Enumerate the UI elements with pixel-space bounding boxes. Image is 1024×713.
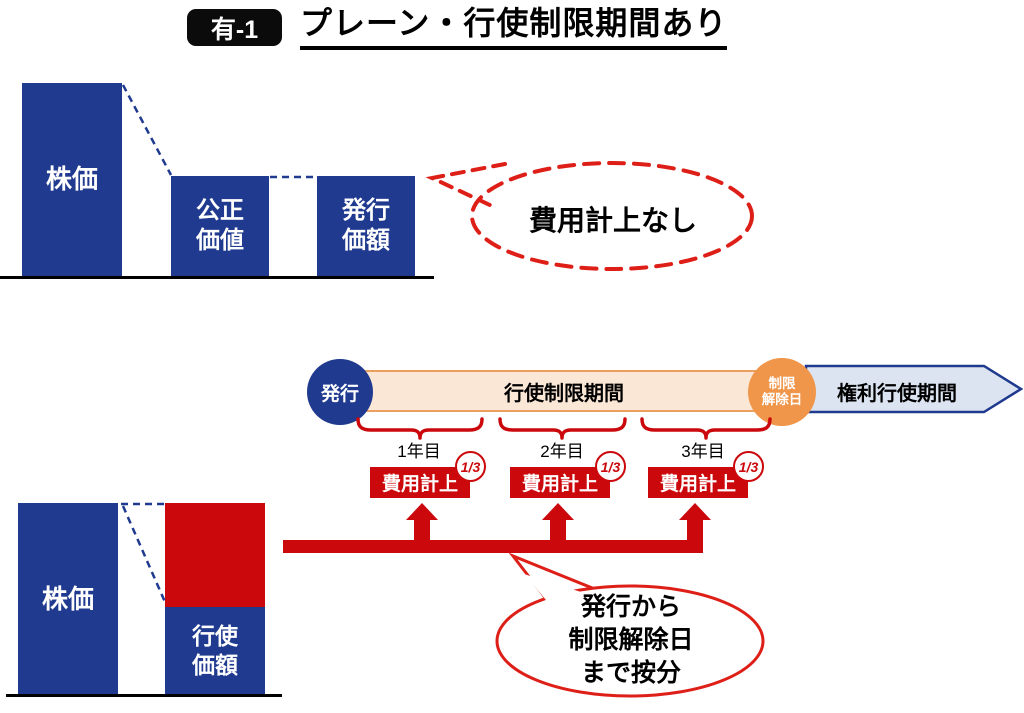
- expense-box-year1: 費用計上 1/3: [370, 451, 486, 498]
- release-date-circle: 制限 解除日: [748, 358, 816, 426]
- expense-box-year3: 費用計上 1/3: [648, 451, 764, 498]
- brace-year2: [498, 417, 627, 440]
- dashed-guide-top-diagonal: [121, 84, 173, 176]
- bar-label-fair-value: 公正 価値: [196, 197, 244, 254]
- dashed-guide-bottom-diagonal: [121, 505, 167, 603]
- restriction-period-band: 行使制限期間: [340, 370, 788, 412]
- year-1-label: 1年目: [397, 442, 441, 461]
- prorate-bubble-text: 発行から 制限解除日 まで按分: [568, 593, 694, 687]
- issue-date-label: 発行: [320, 383, 359, 405]
- section-badge: 有-1: [187, 9, 282, 46]
- expense-label-year2: 費用計上: [521, 474, 598, 495]
- restriction-period-label: 行使制限期間: [504, 382, 624, 405]
- bar-label-stock-price-top: 株価: [45, 164, 98, 195]
- expense-label-year1: 費用計上: [381, 474, 458, 495]
- brace-year1: [356, 417, 484, 440]
- axis-baseline-top: [0, 276, 434, 279]
- page-title: プレーン・行使制限期間あり: [300, 3, 728, 50]
- no-expense-bubble-text: 費用計上なし: [528, 205, 697, 236]
- year-2-label: 2年目: [540, 442, 584, 461]
- year-3-label: 3年目: [681, 442, 725, 461]
- issue-date-circle: 発行: [307, 359, 373, 425]
- bar-stock-price-bottom: 株価: [18, 503, 118, 695]
- bar-label-issue-price: 発行 価額: [342, 197, 390, 254]
- expense-label-year3: 費用計上: [659, 474, 736, 495]
- fraction-badge-year1: 1/3: [455, 451, 486, 482]
- fraction-badge-year2: 1/3: [595, 451, 626, 482]
- exercise-period-label: 権利行使期間: [837, 383, 957, 405]
- bar-label-exercise-price: 行使 価額: [192, 623, 238, 678]
- bar-issue-price: 発行 価額: [317, 176, 415, 276]
- bar-stock-price-top: 株価: [22, 83, 122, 276]
- expense-box-year2: 費用計上 1/3: [510, 451, 626, 498]
- bar-exercise-price: 行使 価額: [165, 607, 265, 695]
- bar-fair-value: 公正 価値: [171, 176, 269, 276]
- brace-year3: [640, 417, 772, 440]
- allocation-bar: [283, 540, 703, 553]
- fraction-badge-year3: 1/3: [733, 451, 764, 482]
- bar-label-stock-price-bottom: 株価: [41, 583, 94, 614]
- axis-baseline-bottom: [6, 694, 282, 697]
- bar-fair-value-red-segment: [165, 503, 265, 607]
